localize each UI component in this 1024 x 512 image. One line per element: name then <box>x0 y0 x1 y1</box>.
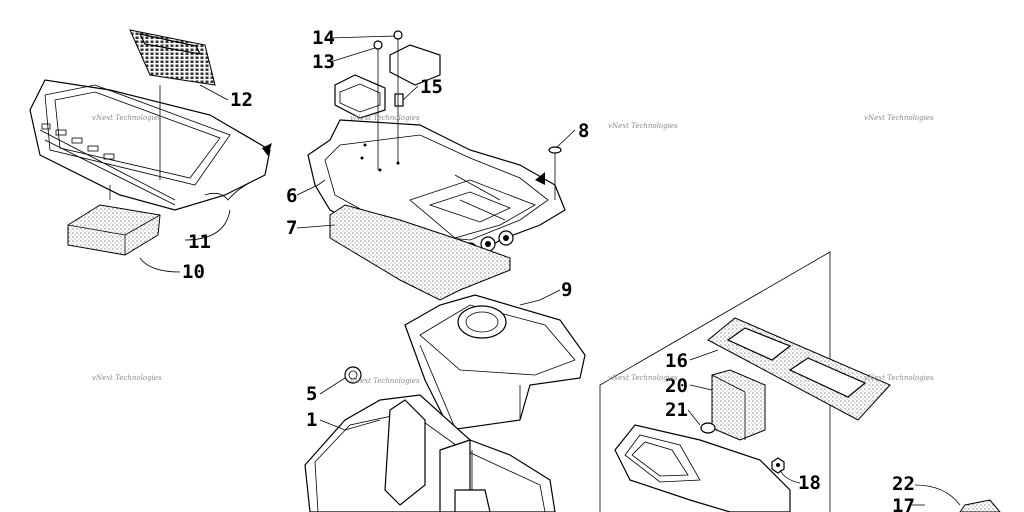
intake-duct <box>614 424 791 512</box>
part-9-airbox-cover <box>404 294 586 431</box>
callout-21: 21 <box>665 399 688 421</box>
callout-13: 13 <box>312 51 335 73</box>
callout-1: 1 <box>306 409 317 431</box>
part-8-screw <box>548 146 562 200</box>
callout-10: 10 <box>182 261 205 283</box>
callout-8: 8 <box>578 120 589 142</box>
watermark: vNext Technologies <box>92 114 162 122</box>
watermark: vNext Technologies <box>608 374 678 382</box>
part-20-foam <box>711 369 766 441</box>
watermarks: vNext Technologies vNext Technologies vN… <box>92 114 934 385</box>
callout-15: 15 <box>420 76 443 98</box>
callout-7: 7 <box>286 217 297 239</box>
part-16-gasket <box>707 317 891 421</box>
watermark: vNext Technologies <box>864 114 934 122</box>
part-1-airbox-base <box>304 394 556 512</box>
part-5-grommet <box>344 366 362 384</box>
callout-9: 9 <box>561 279 572 301</box>
callout-20: 20 <box>665 375 688 397</box>
callout-11: 11 <box>188 231 211 253</box>
callout-18: 18 <box>798 472 821 494</box>
callout-12: 12 <box>230 89 253 111</box>
part-7-foam-seal <box>329 204 511 301</box>
watermark: vNext Technologies <box>864 374 934 382</box>
part-18-nut <box>771 457 785 474</box>
part-12-decal <box>129 29 216 86</box>
callout-16: 16 <box>665 350 688 372</box>
part-11-cover <box>29 79 272 211</box>
callout-5: 5 <box>306 383 317 405</box>
callout-6: 6 <box>286 185 297 207</box>
watermark: vNext Technologies <box>92 374 162 382</box>
leader-lines <box>139 35 961 506</box>
watermark: vNext Technologies <box>608 122 678 130</box>
callout-17: 17 <box>892 495 915 512</box>
part-10-filter <box>67 204 161 256</box>
part-22-17-partial <box>959 499 1001 512</box>
part-13-14-15-hardware <box>334 30 441 170</box>
part-21-oring <box>700 422 716 434</box>
watermark: vNext Technologies <box>350 377 420 385</box>
callout-14: 14 <box>312 27 335 49</box>
callout-labels: 14 13 15 8 6 7 9 12 11 10 5 1 16 20 21 1… <box>182 27 915 512</box>
watermark: vNext Technologies <box>350 114 420 122</box>
callout-22: 22 <box>892 473 915 495</box>
